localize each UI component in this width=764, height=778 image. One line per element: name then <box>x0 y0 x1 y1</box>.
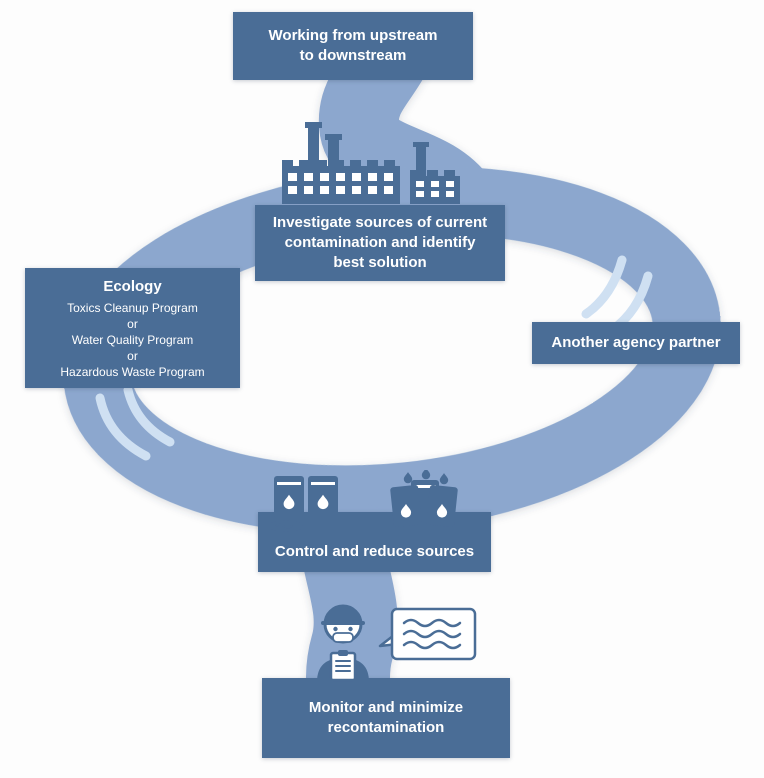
water-wave-lines <box>402 618 462 650</box>
monitor-line-1: Monitor and minimize <box>308 699 464 716</box>
waste-barrels-icon <box>269 470 458 532</box>
ecology-or-1: or <box>127 316 138 331</box>
inspector-with-clipboard-icon <box>317 604 369 682</box>
investigate-line-3: best solution <box>333 254 427 271</box>
ecology-program-1: Toxics Cleanup Program <box>67 300 198 315</box>
control-label: Control and reduce sources <box>274 543 475 560</box>
upstream-box: Working from upstream to downstream <box>233 12 473 80</box>
ecology-program-3: Hazardous Waste Program <box>60 364 205 379</box>
investigate-line-2: contamination and identify <box>284 234 476 251</box>
ecology-box: Ecology Toxics Cleanup Program or Water … <box>25 268 240 388</box>
factory-icon <box>282 122 460 204</box>
partner-label: Another agency partner <box>551 334 721 351</box>
ecology-title: Ecology <box>103 277 162 295</box>
monitor-line-2: recontamination <box>327 719 445 736</box>
ecology-or-2: or <box>127 348 138 363</box>
upstream-line-1: Working from upstream <box>268 27 438 44</box>
investigate-box: Investigate sources of current contamina… <box>255 205 505 281</box>
ecology-program-2: Water Quality Program <box>71 332 194 347</box>
hard-hat-icon <box>325 605 361 623</box>
partner-box: Another agency partner <box>532 322 740 364</box>
factory-windows <box>288 173 454 197</box>
face-mask-icon <box>332 632 354 643</box>
upstream-line-2: to downstream <box>299 47 407 64</box>
monitor-box: Monitor and minimize recontamination <box>262 678 510 758</box>
investigate-line-1: Investigate sources of current <box>272 214 488 231</box>
water-speech-bubble-icon <box>378 607 477 661</box>
